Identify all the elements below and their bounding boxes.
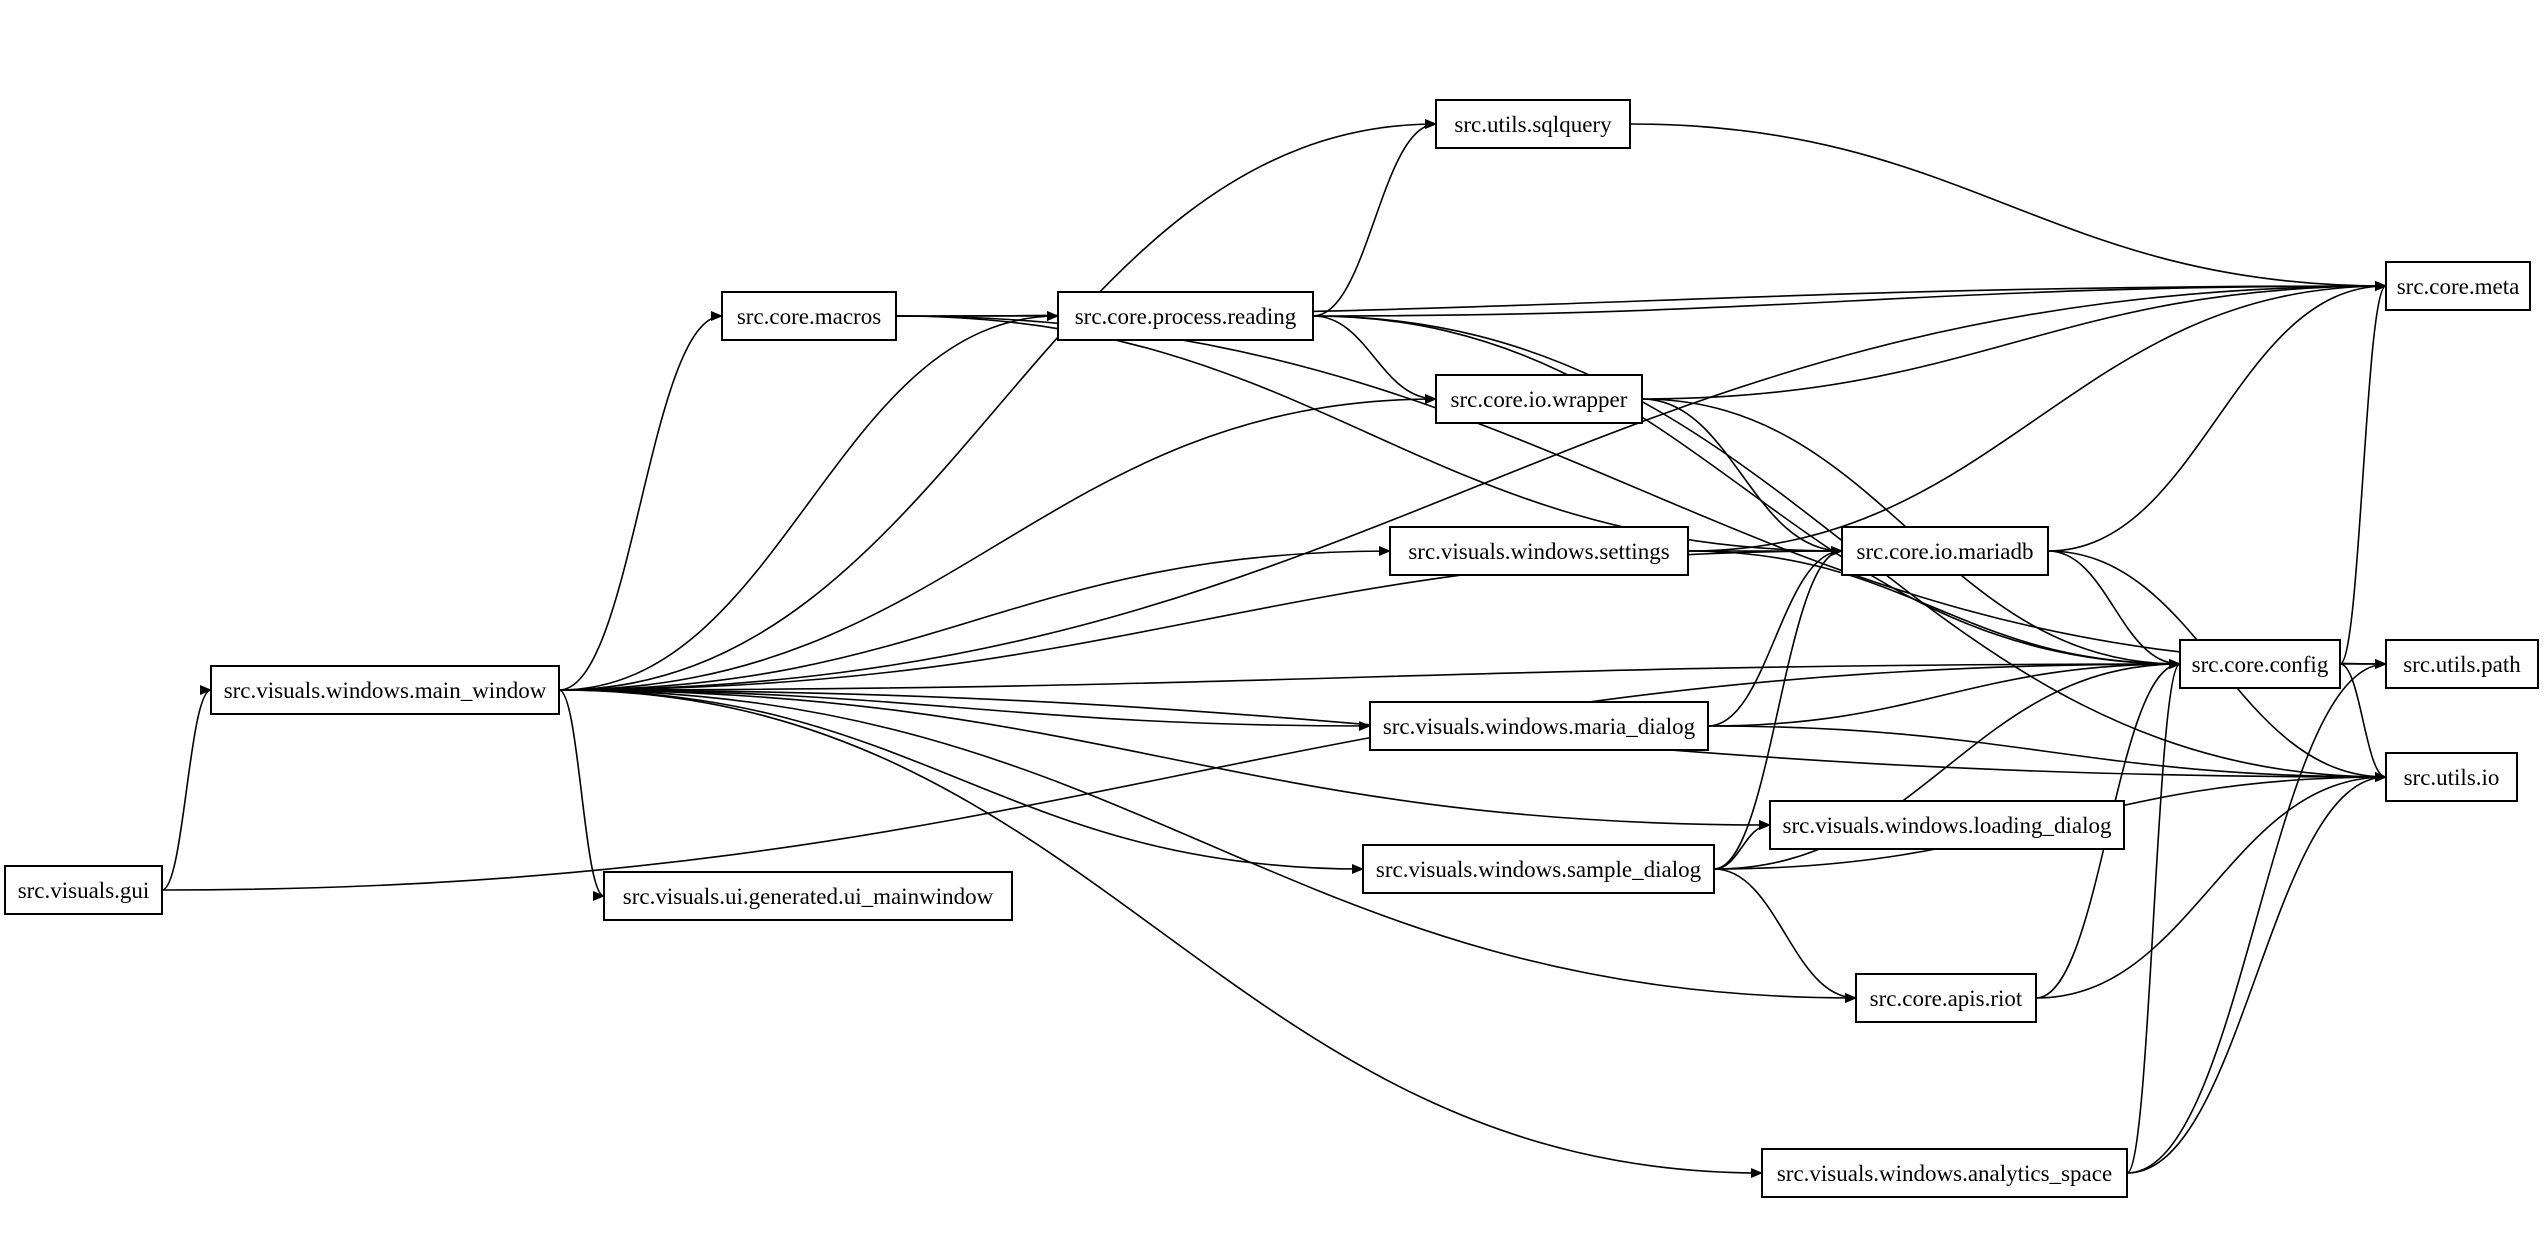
node-box-maria_dialog [1369,701,1709,751]
edge-mariadb-to-meta [2047,281,2387,552]
node-label-analytics: src.visuals.windows.analytics_space [1777,1161,2112,1186]
node-label-maria_dialog: src.visuals.windows.maria_dialog [1383,714,1696,739]
edge-main_window-to-riot [558,689,1857,1003]
node-label-wrapper: src.core.io.wrapper [1451,387,1628,412]
edge-analytics-to-path [2126,659,2387,1174]
node-label-riot: src.core.apis.riot [1870,986,2023,1011]
node-mariadb: src.core.io.mariadb [1841,526,2049,576]
node-label-io: src.utils.io [2404,765,2500,790]
edge-main_window-to-macros [558,311,723,691]
edge-reading-to-sqlquery [1312,119,1437,317]
node-ui_mainwindow: src.visuals.ui.generated.ui_mainwindow [603,871,1013,921]
node-sqlquery: src.utils.sqlquery [1435,99,1631,149]
edge-wrapper-to-mariadb [1641,398,1843,556]
edge-sample_dialog-to-mariadb [1713,546,1843,870]
node-path: src.utils.path [2385,639,2539,689]
edge-main_window-to-sqlquery [558,119,1437,691]
node-box-settings [1389,526,1689,576]
edge-riot-to-io [2035,772,2387,999]
node-label-ui_mainwindow: src.visuals.ui.generated.ui_mainwindow [623,884,994,909]
edge-reading-to-config [1312,315,2181,669]
node-box-macros [721,291,897,341]
edge-sample_dialog-to-riot [1713,868,1857,1003]
node-label-gui: src.visuals.gui [18,878,150,903]
edge-reading-to-meta [1312,281,2387,317]
edge-reading-to-wrapper [1312,315,1437,404]
node-meta: src.core.meta [2385,261,2531,311]
edge-main_window-to-analytics [558,689,1763,1178]
edge-wrapper-to-meta [1641,281,2387,400]
node-label-sample_dialog: src.visuals.windows.sample_dialog [1376,857,1702,882]
node-macros: src.core.macros [721,291,897,341]
edge-main_window-to-sample_dialog [558,689,1364,874]
node-analytics: src.visuals.windows.analytics_space [1761,1148,2128,1198]
edge-main_window-to-maria_dialog [558,689,1371,731]
node-label-mariadb: src.core.io.mariadb [1857,539,2034,564]
edge-gui-to-main_window [161,685,212,891]
edge-sqlquery-to-meta [1629,123,2387,291]
edge-main_window-to-wrapper [558,394,1437,691]
edge-main_window-to-config [558,659,2181,691]
edge-main_window-to-settings [558,546,1391,691]
edge-analytics-to-config [2126,659,2181,1174]
edge-settings-to-meta [1687,281,2387,552]
node-box-config [2179,639,2341,689]
node-label-settings: src.visuals.windows.settings [1408,539,1669,564]
node-maria_dialog: src.visuals.windows.maria_dialog [1369,701,1709,751]
edge-config-to-meta [2339,281,2387,665]
node-settings: src.visuals.windows.settings [1389,526,1689,576]
node-box-main_window [210,665,560,715]
edge-main_window-to-loading_dialog [558,689,1771,830]
edge-maria_dialog-to-config [1707,659,2181,727]
edge-maria_dialog-to-mariadb [1707,546,1843,727]
node-label-macros: src.core.macros [737,304,881,329]
node-box-mariadb [1841,526,2049,576]
node-box-reading [1057,291,1314,341]
node-box-sample_dialog [1362,844,1715,894]
node-label-sqlquery: src.utils.sqlquery [1454,112,1612,137]
node-label-loading_dialog: src.visuals.windows.loading_dialog [1783,813,2112,838]
edge-layer [161,119,2387,1178]
node-label-main_window: src.visuals.windows.main_window [224,678,547,703]
edge-main_window-to-meta [558,281,2387,691]
edge-sample_dialog-to-config [1713,659,2181,870]
edge-main_window-to-reading [558,311,1059,691]
node-box-wrapper [1435,374,1643,424]
node-label-config: src.core.config [2192,652,2329,677]
node-layer: src.visuals.gui src.visuals.windows.main_… [4,99,2539,1198]
edge-mariadb-to-config [2047,550,2181,669]
node-box-loading_dialog [1769,800,2125,850]
node-box-ui_mainwindow [603,871,1013,921]
node-gui: src.visuals.gui [4,865,163,915]
node-label-reading: src.core.process.reading [1075,304,1297,329]
edge-gui-to-config [161,659,2181,891]
node-wrapper: src.core.io.wrapper [1435,374,1643,424]
edge-analytics-to-io [2126,772,2387,1174]
node-io: src.utils.io [2385,752,2518,802]
node-box-sqlquery [1435,99,1631,149]
node-riot: src.core.apis.riot [1855,973,2037,1023]
node-box-io [2385,752,2518,802]
node-box-gui [4,865,163,915]
node-label-meta: src.core.meta [2397,274,2520,299]
node-reading: src.core.process.reading [1057,291,1314,341]
node-config: src.core.config [2179,639,2341,689]
edge-maria_dialog-to-io [1707,725,2387,782]
node-box-meta [2385,261,2531,311]
node-main_window: src.visuals.windows.main_window [210,665,560,715]
edge-sample_dialog-to-loading_dialog [1713,820,1771,870]
node-box-riot [1855,973,2037,1023]
node-loading_dialog: src.visuals.windows.loading_dialog [1769,800,2125,850]
node-box-path [2385,639,2539,689]
edge-config-to-io [2339,663,2387,782]
edge-main_window-to-ui_mainwindow [558,689,605,901]
edge-settings-to-config [1687,550,2181,669]
node-sample_dialog: src.visuals.windows.sample_dialog [1362,844,1715,894]
node-box-analytics [1761,1148,2128,1198]
node-label-path: src.utils.path [2403,652,2521,677]
